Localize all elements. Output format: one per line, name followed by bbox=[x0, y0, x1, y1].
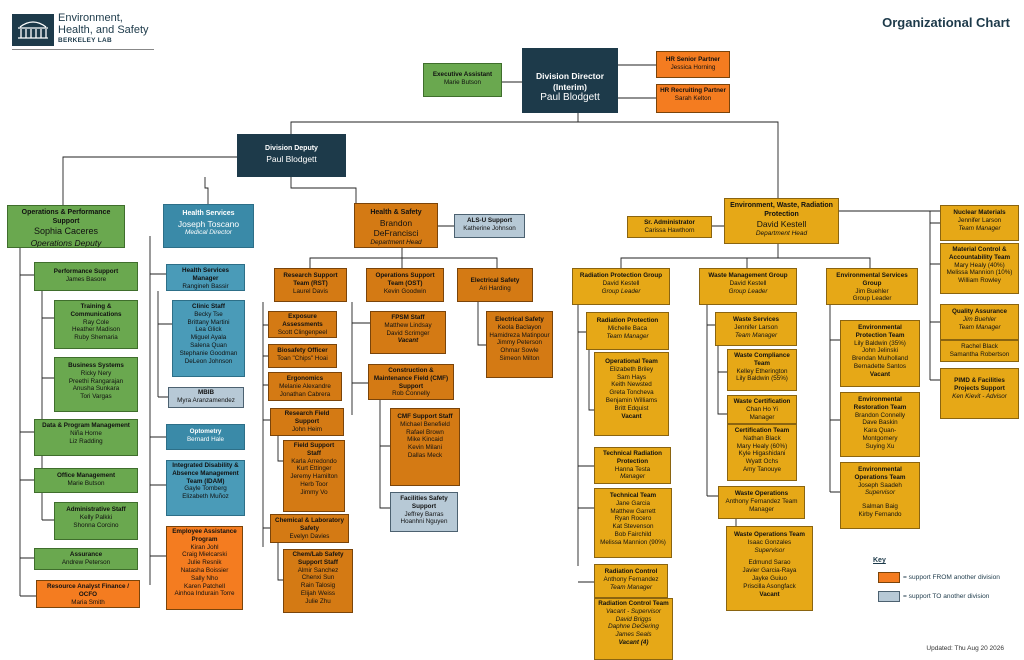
key-swatch-to bbox=[878, 591, 900, 602]
lab-logo: Environment,Health, and Safety BERKELEY … bbox=[12, 12, 154, 50]
idam-box: Integrated Disability & Absence Manageme… bbox=[166, 460, 245, 516]
ewr-box: Environment, Waste, Radiation Protection… bbox=[724, 198, 839, 244]
director-box: Division Director (Interim)Paul Blodgett bbox=[522, 48, 618, 113]
key-title: Key bbox=[873, 557, 886, 564]
lab-building-icon bbox=[12, 14, 54, 46]
logo-text: Environment,Health, and Safety BERKELEY … bbox=[58, 12, 149, 44]
updated-date: Updated: Thu Aug 20 2026 bbox=[926, 645, 1004, 652]
key-label-from: = support FROM another division bbox=[903, 574, 1000, 581]
key-label-to: = support TO another division bbox=[903, 593, 990, 600]
rst-box: Research Support Team (RST)Laurel Davis bbox=[274, 268, 347, 302]
page-title: Organizational Chart bbox=[882, 15, 1010, 30]
cmf-box: Construction & Maintenance Field (CMF) S… bbox=[368, 364, 454, 400]
ost-box: Operations Support Team (OST)Kevin Goodw… bbox=[366, 268, 444, 302]
qa-staff-box: Rachel Black Samantha Robertson bbox=[940, 340, 1019, 362]
key-swatch-from bbox=[878, 572, 900, 583]
